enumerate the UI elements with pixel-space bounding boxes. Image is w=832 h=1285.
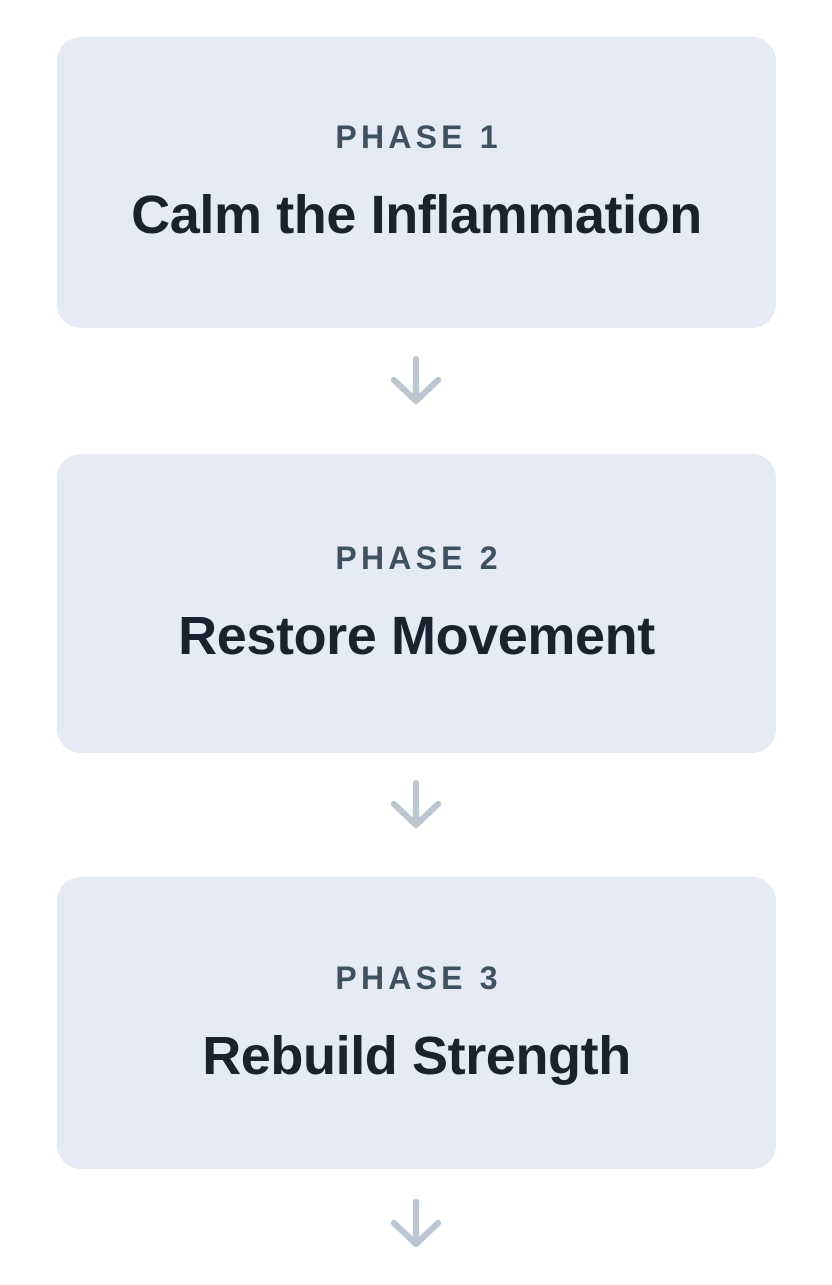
arrow-down-icon	[388, 777, 444, 833]
phase-title-2: Restore Movement	[178, 606, 655, 667]
phase-label-3: PHASE 3	[335, 959, 502, 996]
phase-card-3: PHASE 3 Rebuild Strength	[57, 877, 776, 1169]
arrow-down-icon	[388, 1196, 444, 1252]
phase-title-1: Calm the Inflammation	[131, 185, 702, 246]
arrow-down-icon	[388, 353, 444, 409]
phase-label-2: PHASE 2	[335, 540, 502, 577]
phase-card-2: PHASE 2 Restore Movement	[57, 454, 776, 753]
phase-card-1: PHASE 1 Calm the Inflammation	[57, 37, 776, 328]
phase-title-3: Rebuild Strength	[202, 1025, 631, 1086]
phase-label-1: PHASE 1	[335, 119, 502, 156]
